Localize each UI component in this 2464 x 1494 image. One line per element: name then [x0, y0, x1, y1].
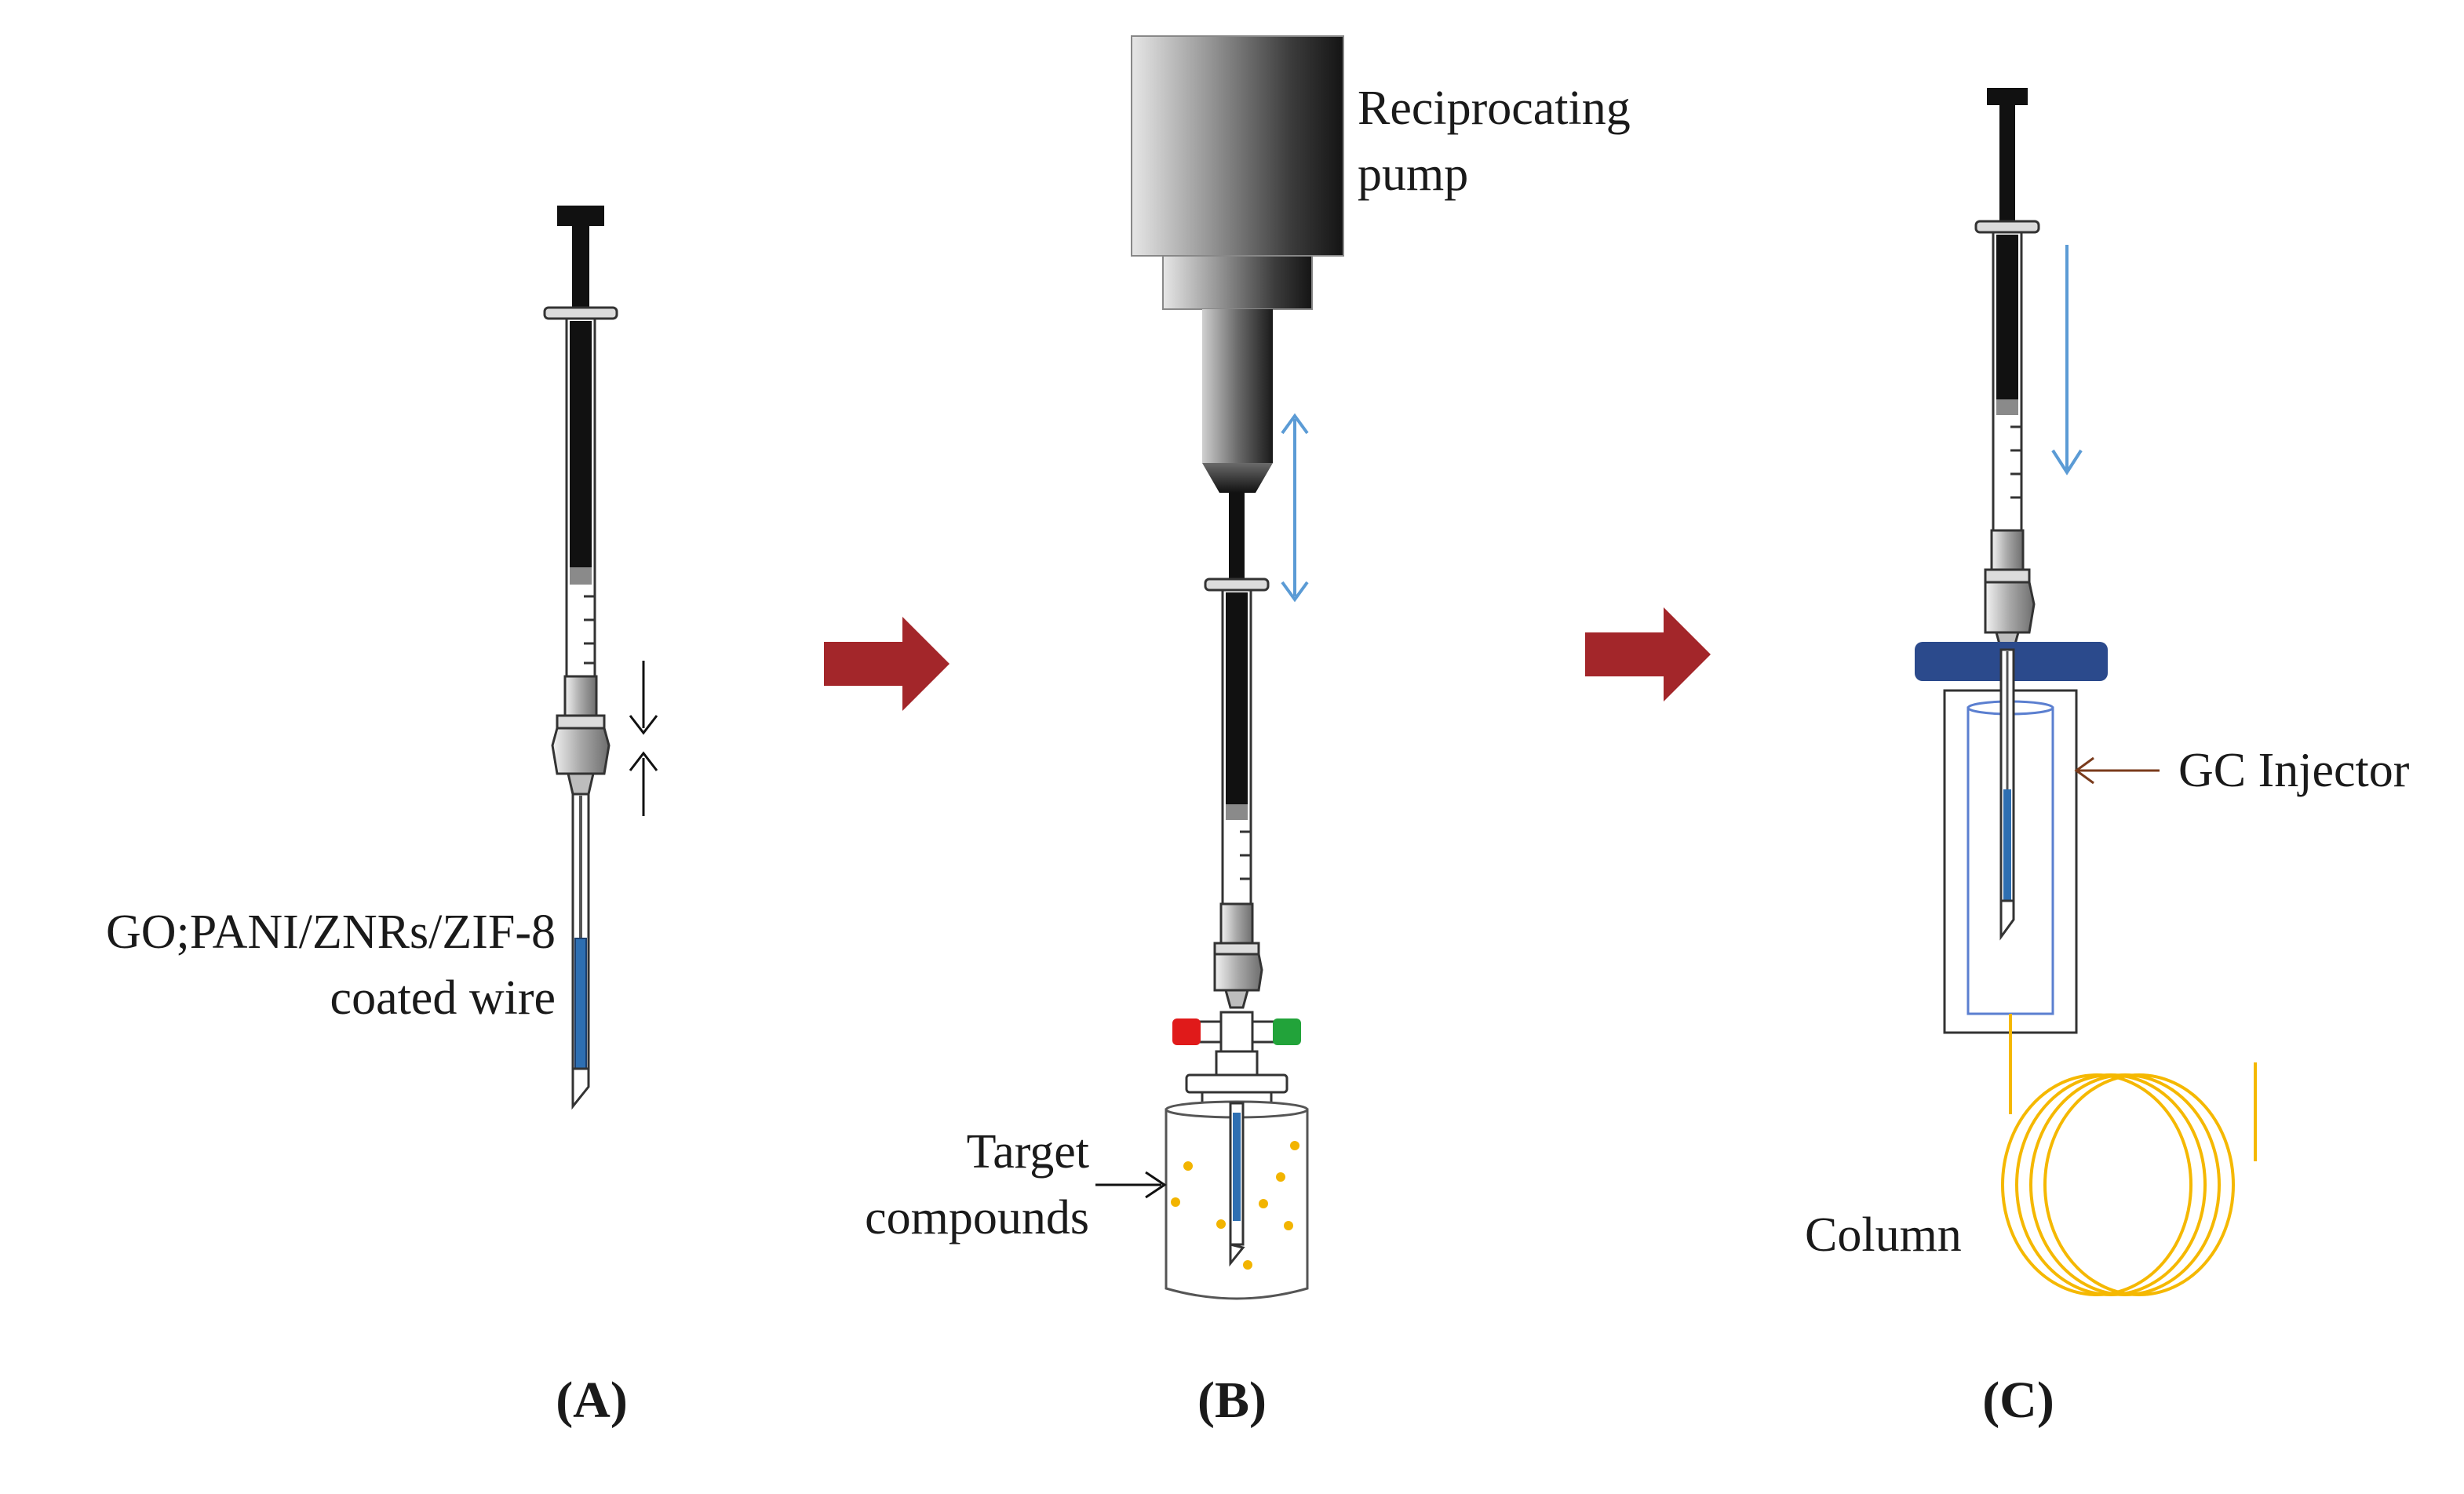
injector-pointer: [2074, 756, 2160, 785]
syringe-b: [1172, 493, 1301, 1111]
pump-label-line1: Reciprocating: [1358, 82, 1631, 135]
injector-label: GC Injector: [2178, 744, 2410, 797]
syringe-c: [1974, 88, 2040, 651]
syringe-a: [543, 206, 658, 1110]
target-label-line1: Target: [967, 1125, 1089, 1179]
gc-column: [2001, 1014, 2257, 1296]
injection-direction-arrow: [2051, 245, 2083, 476]
column-label: Column: [1805, 1208, 1962, 1262]
gc-injector: [1915, 642, 2108, 1034]
step-arrow-a-to-b: [824, 617, 950, 711]
panel-label-b: (B): [1197, 1372, 1267, 1429]
coating-label-line2: coated wire: [330, 971, 556, 1025]
panel-label-a: (A): [556, 1372, 628, 1429]
pump-label-line2: pump: [1358, 148, 1468, 201]
sample-vial: [1165, 1100, 1309, 1300]
reciprocating-pump: [1131, 35, 1344, 493]
target-pointer: [1095, 1171, 1167, 1199]
step-arrow-b-to-c: [1585, 607, 1711, 701]
coating-label-line1: GO;PANI/ZNRs/ZIF-8: [106, 906, 556, 959]
panel-label-c: (C): [1982, 1372, 2054, 1429]
target-label-line2: compounds: [865, 1191, 1089, 1244]
target-compound-droplets: [1171, 1141, 1299, 1270]
reciprocating-motion-arrow: [1281, 413, 1309, 603]
